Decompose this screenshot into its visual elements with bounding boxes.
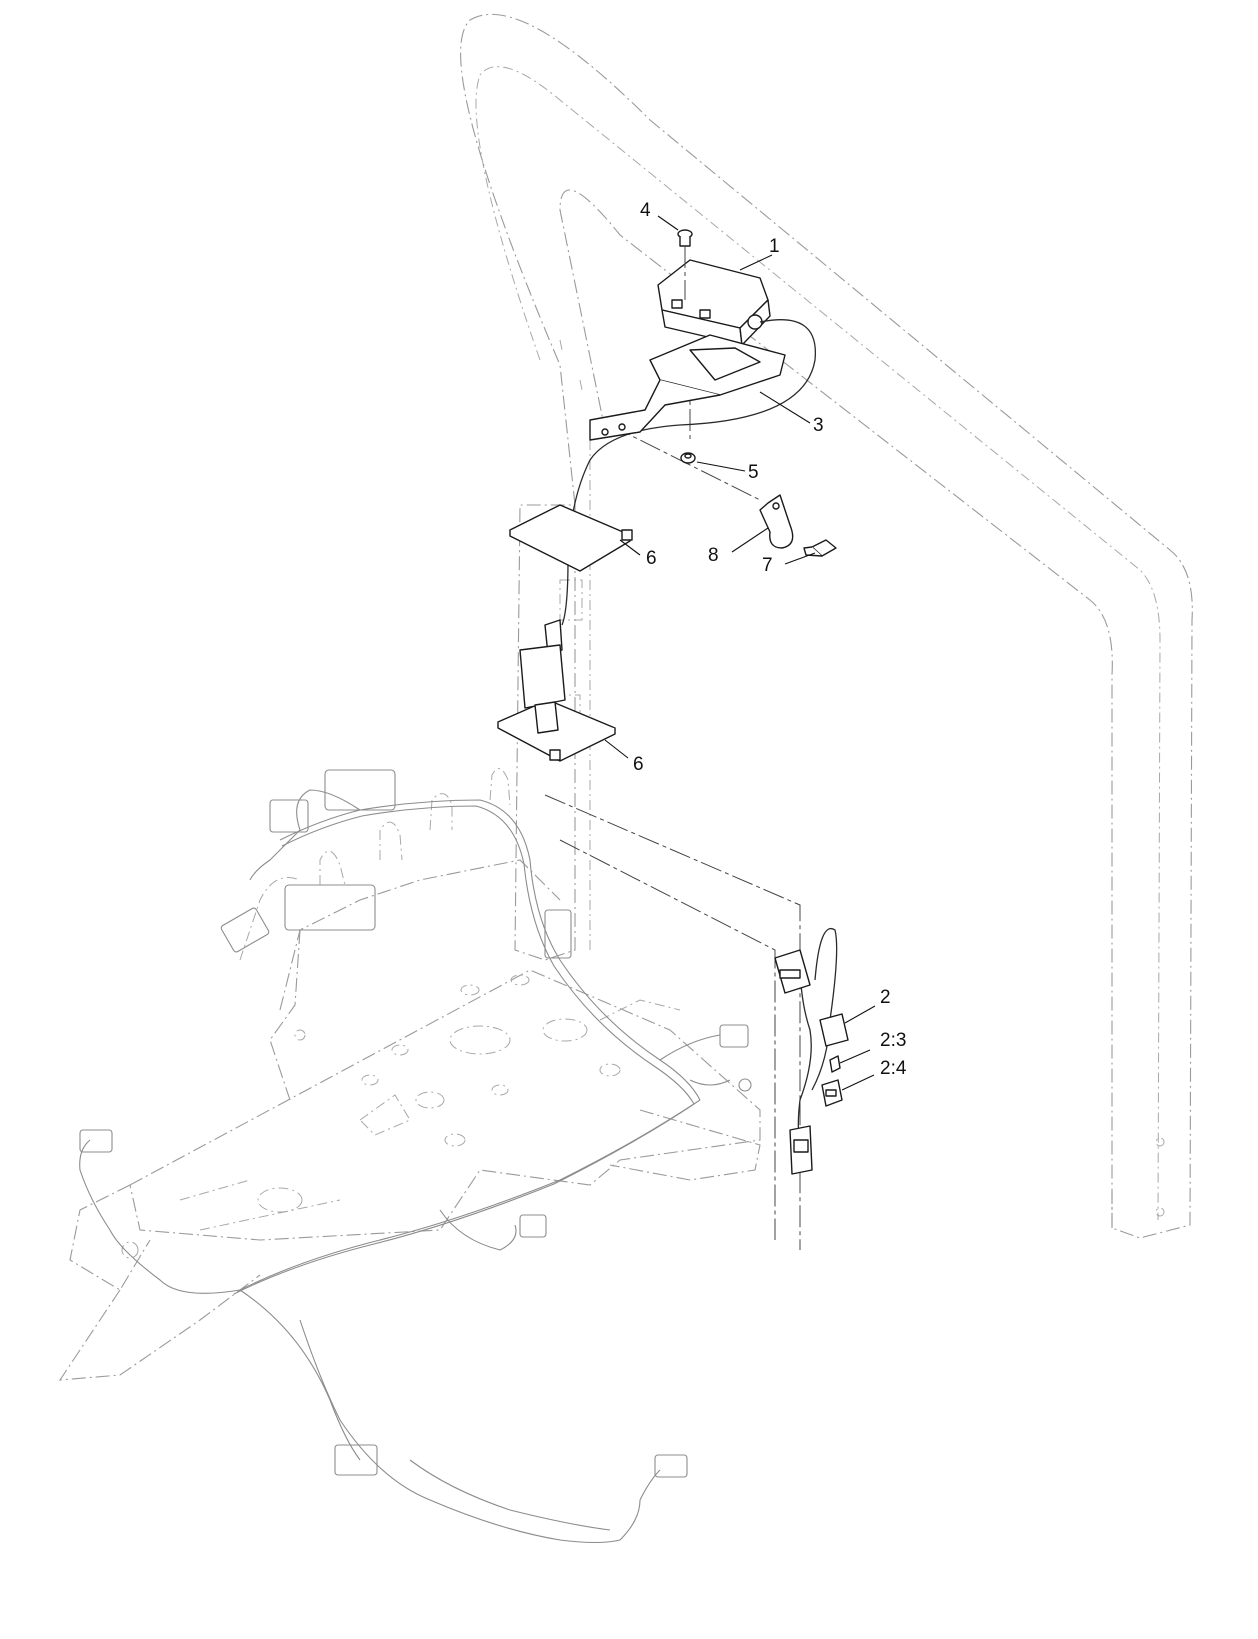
screw-part-4 bbox=[677, 229, 693, 300]
callout-6-lower: 6 bbox=[633, 754, 644, 775]
module-part-1 bbox=[561, 259, 816, 626]
callout-5: 5 bbox=[748, 462, 759, 483]
callout-7: 7 bbox=[762, 555, 773, 576]
callout-2-3: 2:3 bbox=[880, 1030, 906, 1051]
inline-connector bbox=[519, 619, 566, 734]
nut-part-5 bbox=[680, 452, 696, 464]
callout-2-4: 2:4 bbox=[880, 1058, 907, 1079]
cable-tie-upper-part-6 bbox=[509, 504, 633, 572]
bracket-part-3 bbox=[589, 334, 786, 441]
callout-4: 4 bbox=[640, 200, 651, 221]
roll-bar-phantom bbox=[460, 13, 1193, 1239]
callout-8: 8 bbox=[708, 545, 719, 566]
assembly-guide-lines bbox=[544, 375, 801, 1250]
callout-labels: 1 2 2:3 2:4 3 4 5 6 6 7 8 bbox=[633, 200, 907, 1079]
callout-1: 1 bbox=[769, 236, 780, 257]
callout-2: 2 bbox=[880, 987, 891, 1008]
callout-3: 3 bbox=[813, 415, 824, 436]
callout-6-upper: 6 bbox=[646, 548, 657, 569]
bolt-part-7 bbox=[803, 539, 837, 557]
main-harness bbox=[79, 769, 752, 1544]
fuse-holder-part-2-4 bbox=[821, 1079, 843, 1107]
leader-lines bbox=[604, 215, 876, 1091]
fuse-part-2-3 bbox=[829, 1055, 841, 1073]
harness-part-2 bbox=[774, 927, 849, 1175]
chassis-phantom bbox=[58, 768, 761, 1381]
p-clamp-part-8 bbox=[759, 494, 794, 549]
